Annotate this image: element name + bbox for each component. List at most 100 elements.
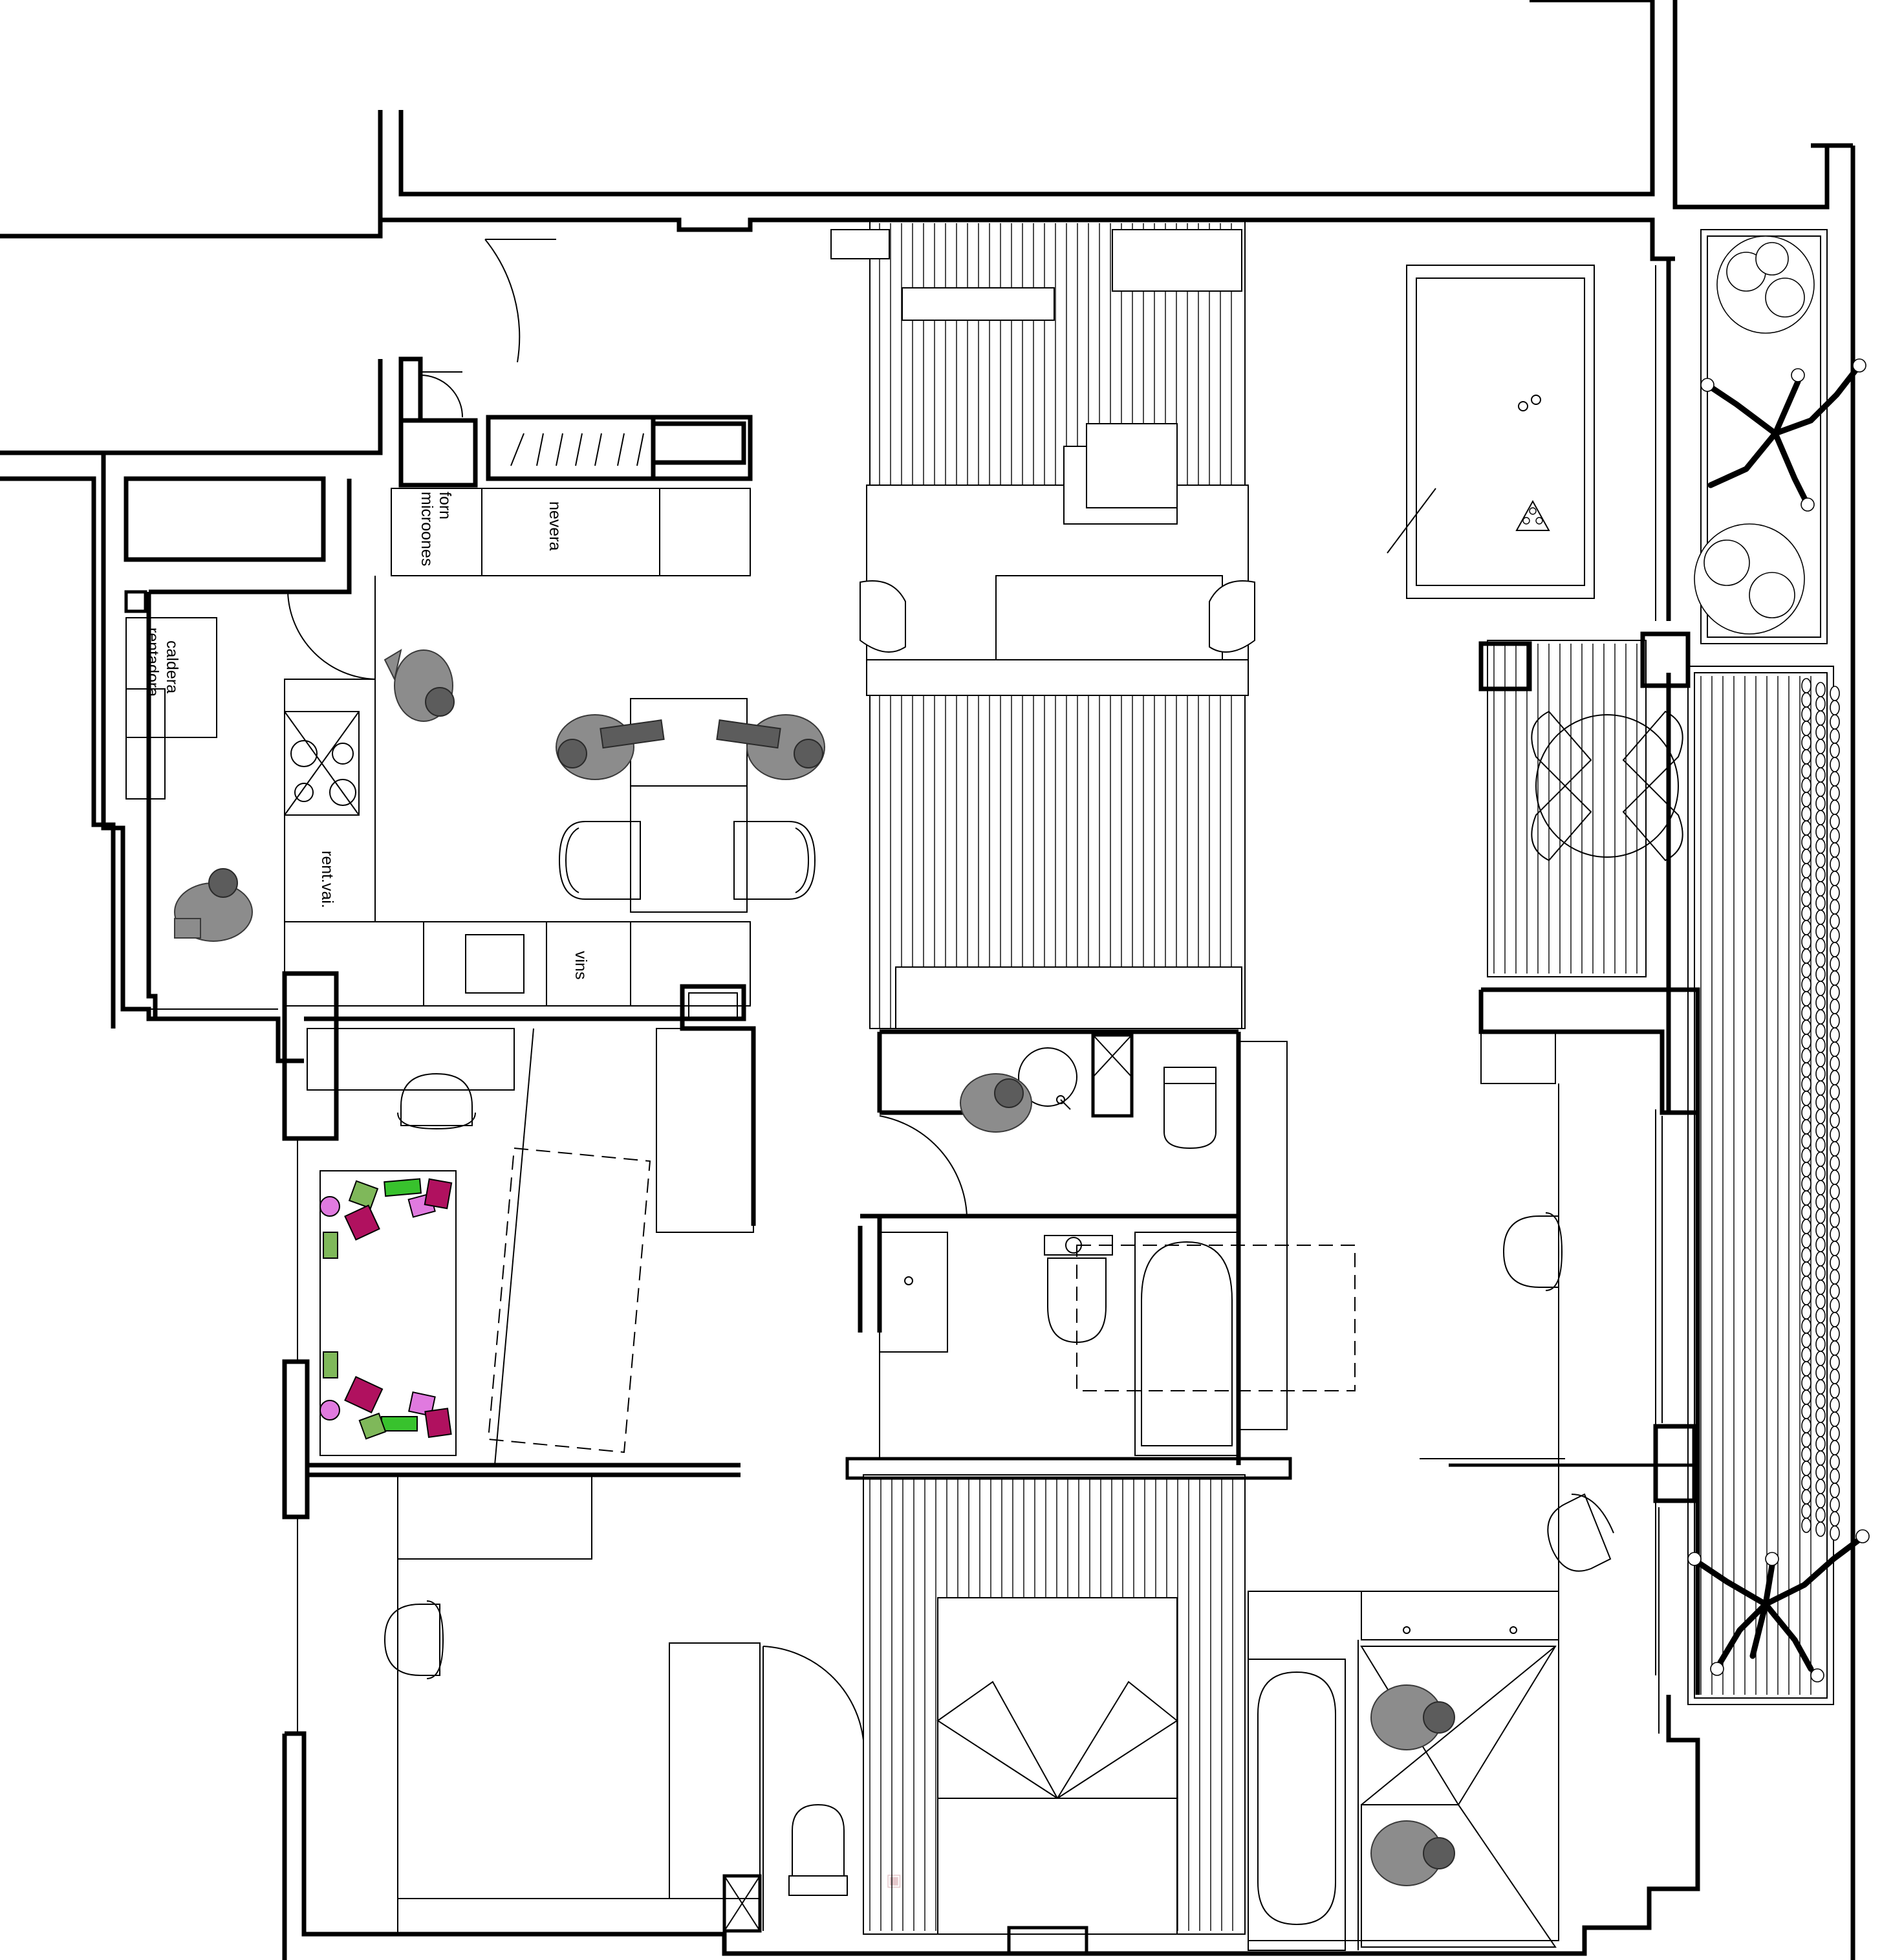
plant-icon [1815, 767, 1826, 783]
plant-icon [1801, 1518, 1812, 1533]
plant-icon [1801, 934, 1812, 950]
plant-icon [1815, 909, 1826, 925]
plant-icon [1830, 856, 1840, 872]
plant-icon [1830, 814, 1840, 829]
plant-icon [1830, 771, 1840, 787]
plant-icon [1801, 1375, 1812, 1391]
person-icon [556, 714, 665, 780]
plant-icon [1815, 1322, 1826, 1338]
plant-icon [1830, 700, 1840, 715]
label-vins: vins [572, 951, 590, 979]
chair-icon [1531, 710, 1592, 787]
chair-icon [1622, 785, 1683, 862]
plant-icon [1815, 724, 1826, 740]
plant-icon [1801, 863, 1812, 878]
plant-icon [1801, 1105, 1812, 1120]
plant-icon [1801, 1503, 1812, 1519]
plant-icon [1830, 1483, 1840, 1498]
person-icon [960, 1073, 1032, 1133]
plant-icon [1801, 834, 1812, 850]
plant-icon [1830, 1525, 1840, 1541]
plant-icon [1815, 853, 1826, 868]
plant-icon [1830, 1397, 1840, 1413]
plant-icon [1830, 913, 1840, 929]
plant-icon [1815, 682, 1826, 697]
plant-icon [1830, 714, 1840, 730]
plant-icon [1801, 735, 1812, 750]
label-microones: microones [418, 492, 436, 566]
plant-icon [1815, 1521, 1826, 1537]
plant-icon [1801, 820, 1812, 836]
plant-icon [1830, 985, 1840, 1000]
plant-icon [1830, 728, 1840, 744]
plant-icon [1801, 877, 1812, 893]
plant-icon [1830, 1340, 1840, 1356]
stove-icon [290, 740, 318, 767]
plant-icon [1830, 970, 1840, 986]
plant-icon [1801, 963, 1812, 978]
chair-icon [384, 1600, 444, 1679]
plant-icon [1830, 1155, 1840, 1171]
plant-icon [1830, 1056, 1840, 1071]
label-forn: forn [436, 492, 454, 519]
plant-icon [1830, 1440, 1840, 1455]
ensuite [1248, 1591, 1559, 1951]
plant-icon [1801, 1347, 1812, 1362]
plant-icon [1830, 1127, 1840, 1142]
plant-icon [1801, 1062, 1812, 1078]
plant-icon [1815, 1279, 1826, 1295]
plant-icon [1801, 721, 1812, 736]
chair-icon [397, 1073, 476, 1130]
plant-icon [1694, 523, 1805, 635]
plant-icon [1801, 1418, 1812, 1433]
plant-icon [1815, 1436, 1826, 1452]
plant-icon [1815, 824, 1826, 840]
plant-icon [1815, 1294, 1826, 1309]
plant-icon [1815, 1237, 1826, 1252]
plant-icon [1815, 1023, 1826, 1039]
bedroom-1 [282, 971, 756, 1519]
plant-icon [1801, 1148, 1812, 1163]
plant-icon [1815, 1265, 1826, 1281]
plant-icon [1815, 1493, 1826, 1508]
chair-icon [1502, 1212, 1563, 1291]
label-rentadora: rentadora [144, 627, 162, 697]
plant-icon [1815, 1009, 1826, 1025]
plant-icon [1830, 899, 1840, 915]
plant-icon [1801, 1475, 1812, 1490]
plant-icon [1830, 1084, 1840, 1100]
plant-icon [1801, 692, 1812, 708]
plant-icon [1801, 1290, 1812, 1305]
plant-icon [1801, 1247, 1812, 1263]
plant-icon [1801, 920, 1812, 935]
plant-icon [1815, 1422, 1826, 1437]
plant-icon [1830, 800, 1840, 815]
plant-icon [1815, 1038, 1826, 1053]
plant-icon [1830, 757, 1840, 772]
plant-icon [1815, 881, 1826, 897]
plant-icon [1830, 743, 1840, 758]
plant-icon [1801, 792, 1812, 807]
person-icon [1370, 1820, 1455, 1886]
plant-icon [1815, 710, 1826, 726]
plant-icon [1830, 999, 1840, 1014]
plant-icon [1830, 1070, 1840, 1085]
plant-icon [1815, 1251, 1826, 1267]
plant-icon [1801, 1233, 1812, 1248]
chair-icon [1547, 1493, 1614, 1572]
plant-icon [1801, 849, 1812, 864]
plant-icon [1815, 995, 1826, 1010]
plant-icon [1815, 1109, 1826, 1124]
chair-icon [1622, 710, 1683, 787]
plant-icon [1815, 1365, 1826, 1380]
plant-icon [1830, 1184, 1840, 1199]
plant-icon [1830, 1383, 1840, 1399]
plant-icon [1815, 1336, 1826, 1352]
plant-icon [1830, 942, 1840, 957]
plant-icon [1815, 1393, 1826, 1409]
plant-icon [1801, 1076, 1812, 1092]
plant-icon [1830, 1027, 1840, 1043]
plant-icon [1815, 1465, 1826, 1480]
plant-icon [1830, 1041, 1840, 1057]
plant-icon [1801, 706, 1812, 722]
